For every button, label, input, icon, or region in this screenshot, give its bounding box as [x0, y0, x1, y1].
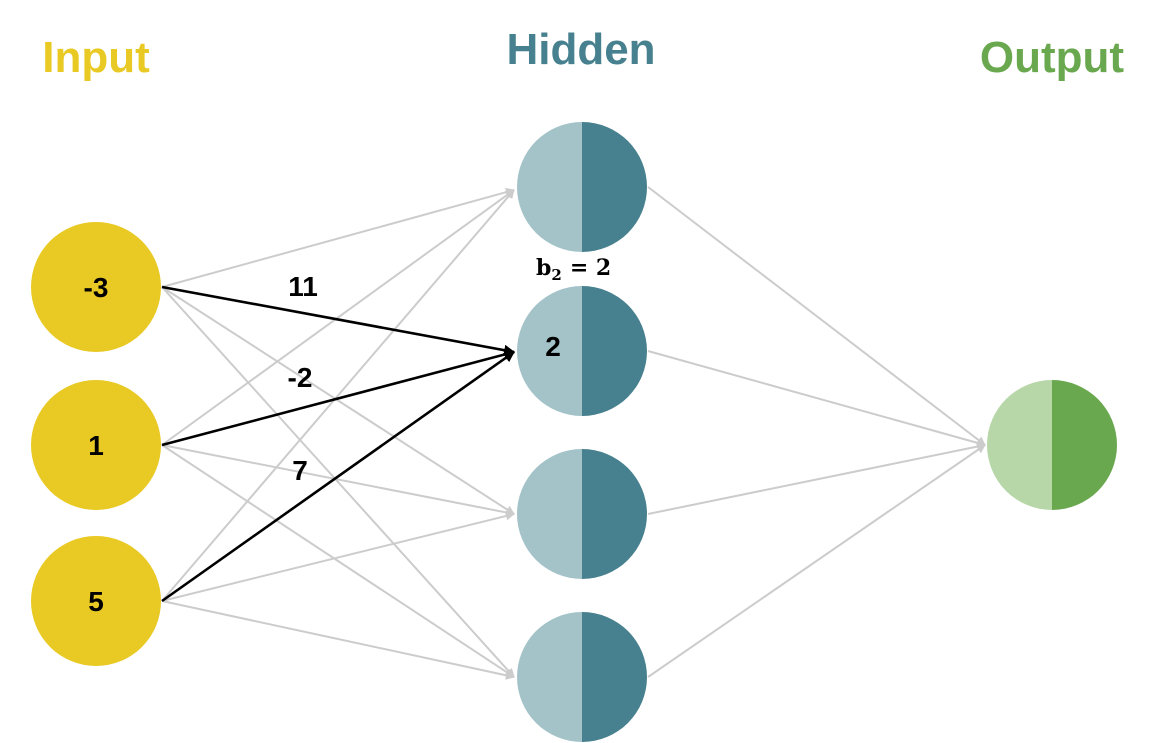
connection-hidden2-output [647, 350, 986, 448]
connection-input2-hidden1 [161, 189, 515, 446]
connection-input3-hidden4 [161, 600, 515, 680]
connection-input1-hidden3 [161, 286, 515, 515]
connection-input2-hidden3 [161, 444, 515, 517]
connection-input3-hidden2 [161, 350, 515, 603]
input-layer: -3 1 5 [31, 222, 161, 666]
weight-labels: 11 -2 7 [288, 271, 318, 486]
connection-hidden4-output [647, 444, 986, 678]
hidden-layer-title: Hidden [506, 25, 655, 74]
connection-input1-hidden4 [161, 286, 515, 678]
hidden-node-3 [517, 449, 647, 579]
weight-label-2: -2 [288, 362, 313, 393]
active-connections [161, 285, 516, 603]
output-layer [987, 380, 1117, 510]
connection-input1-hidden2 [161, 285, 516, 356]
weight-label-3: 7 [292, 455, 308, 486]
connection-input3-hidden1 [161, 189, 515, 602]
connection-hidden1-output [647, 186, 986, 446]
hidden-node-1 [517, 122, 647, 252]
connection-input3-hidden3 [161, 511, 515, 602]
bias-label: b2 = 2 [536, 255, 611, 284]
hidden-node-4 [517, 612, 647, 742]
input-node-1 [31, 222, 161, 352]
input-node-3-value: 5 [88, 586, 104, 617]
input-node-2 [31, 380, 161, 510]
output-node-1 [987, 380, 1117, 510]
hidden-layer: 2 [517, 122, 647, 742]
weight-label-1: 11 [288, 271, 318, 302]
connection-input2-hidden2 [161, 349, 516, 447]
inactive-connections [161, 186, 986, 680]
hidden-node-2 [517, 286, 647, 416]
connection-input2-hidden4 [161, 444, 515, 678]
output-layer-title: Output [980, 33, 1125, 82]
connection-input1-hidden1 [161, 187, 515, 288]
input-layer-title: Input [42, 33, 150, 82]
hidden-node-2-value: 2 [545, 331, 561, 362]
bias-symbol: b [536, 255, 551, 281]
bias-subscript: 2 [551, 266, 561, 284]
connection-hidden3-output [647, 442, 986, 515]
input-node-3 [31, 536, 161, 666]
bias-value: = 2 [570, 255, 611, 281]
input-node-1-value: -3 [84, 272, 109, 303]
input-node-2-value: 1 [88, 430, 104, 461]
